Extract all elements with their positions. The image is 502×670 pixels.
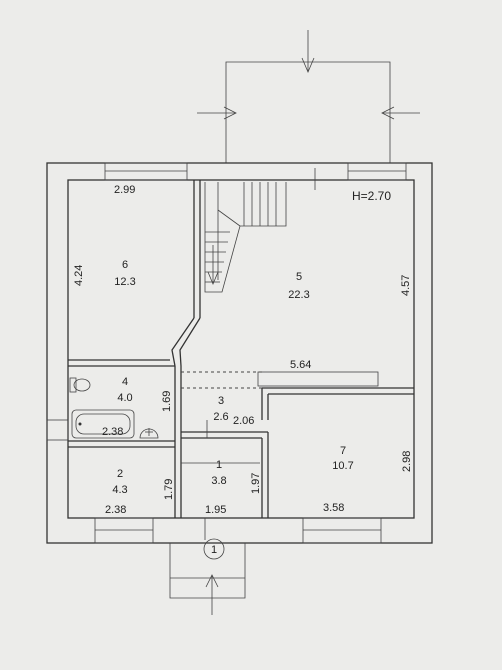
room-3-number: 3 (218, 395, 224, 407)
dim-room7-width: 3.58 (323, 502, 344, 514)
exterior-walls (46, 162, 433, 544)
dim-room4-height: 1.69 (161, 391, 173, 412)
dim-room7-height: 2.98 (401, 451, 413, 472)
room-4-number: 4 (122, 376, 128, 388)
dim-room2-height: 1.79 (163, 479, 175, 500)
interior-walls (68, 180, 414, 518)
room-1-number: 1 (216, 459, 222, 471)
entrance-marker (203, 538, 225, 560)
room-5-number: 5 (296, 271, 302, 283)
dim-room6-width: 2.99 (114, 184, 135, 196)
room-2-number: 2 (117, 468, 123, 480)
entrance-number: 1 (211, 544, 217, 556)
room-7-number: 7 (340, 445, 346, 457)
windows (46, 162, 407, 544)
room-3-area: 2.6 (213, 411, 228, 423)
dim-bath-width: 2.38 (102, 426, 123, 438)
room-6-number: 6 (122, 259, 128, 271)
ceiling-height-label: H=2.70 (352, 189, 391, 203)
bathroom-fixtures (69, 377, 159, 439)
room-7-area: 10.7 (332, 460, 353, 472)
room-6-area: 12.3 (114, 276, 135, 288)
dim-room5-width: 5.64 (290, 359, 311, 371)
entrance-porch (169, 518, 246, 615)
dim-room1-width: 1.95 (205, 504, 226, 516)
sink-icon (139, 428, 159, 439)
room-1-area: 3.8 (211, 475, 226, 487)
toilet-icon (73, 378, 91, 392)
bathtub-icon (71, 409, 135, 439)
dim-room3-width: 2.06 (233, 415, 254, 427)
room-4-area: 4.0 (117, 392, 132, 404)
room-2-area: 4.3 (112, 484, 127, 496)
dim-room1-height: 1.97 (250, 473, 262, 494)
staircase (204, 168, 316, 293)
dim-room6-height: 4.24 (73, 265, 85, 286)
terrace-outline (197, 30, 420, 163)
room-5-area: 22.3 (288, 289, 309, 301)
dim-room2-width: 2.38 (105, 504, 126, 516)
dim-room5-height: 4.57 (400, 275, 412, 296)
